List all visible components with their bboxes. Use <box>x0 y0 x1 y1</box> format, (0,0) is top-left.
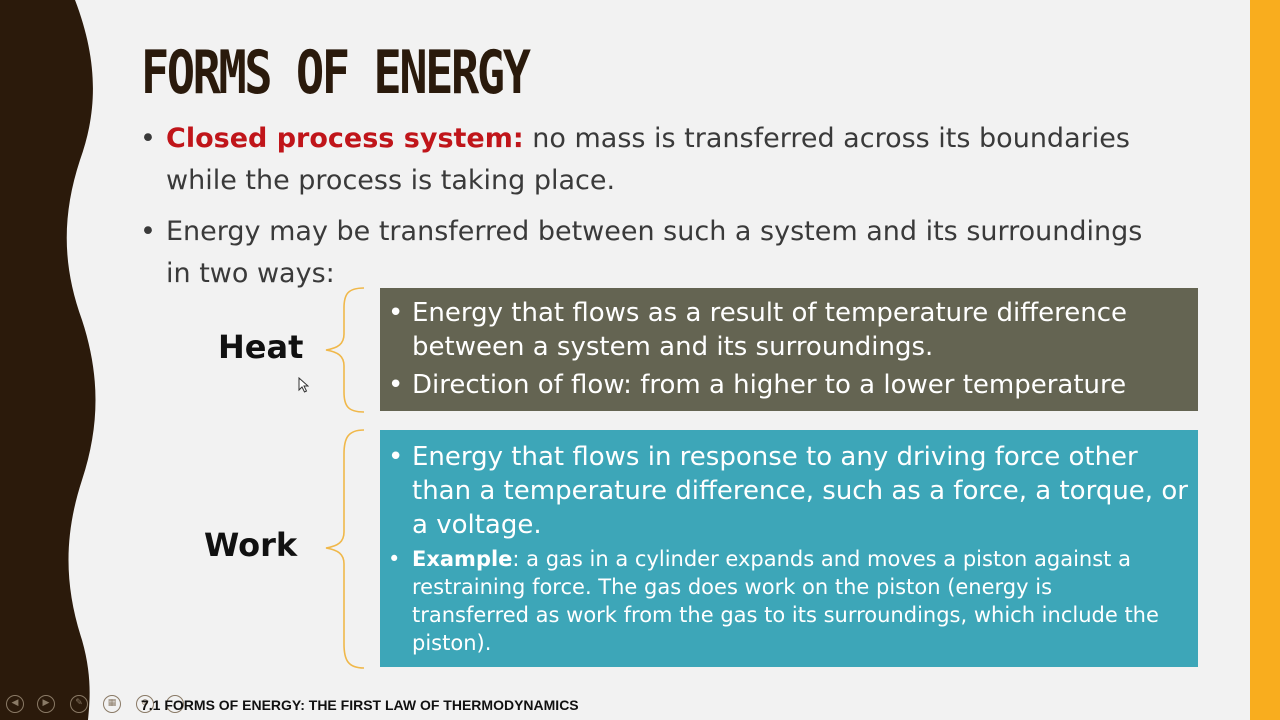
closed-system-def-line2: while the process is taking place. <box>166 165 616 196</box>
example-line2: restraining force. The gas does work on … <box>412 575 1053 599</box>
slides-icon[interactable]: ▦ <box>103 695 121 713</box>
decorative-left-band <box>0 0 96 720</box>
heat-definition-box: • Energy that flows as a result of tempe… <box>380 288 1198 411</box>
bullet-dot: • <box>388 442 404 472</box>
work-item-line3: a voltage. <box>412 510 542 540</box>
heat-direction-text: Direction of flow: from a higher to a lo… <box>412 370 1127 400</box>
example-line3: transferred as work from the gas to its … <box>412 603 1159 627</box>
slide-title: FORMS OF ENERGY <box>141 38 531 108</box>
work-item-line1: Energy that flows in response to any dri… <box>412 442 1138 472</box>
heat-item-line2: between a system and its surroundings. <box>412 332 934 362</box>
closed-system-term: Closed process system: <box>166 123 524 154</box>
example-line4: piston). <box>412 631 492 655</box>
decorative-right-band <box>1250 0 1280 720</box>
example-term: Example <box>412 547 513 571</box>
energy-transfer-line2: in two ways: <box>166 258 335 289</box>
bullet-dot: • <box>388 370 404 400</box>
closed-system-def-line1: no mass is transferred across its bounda… <box>523 123 1130 154</box>
mouse-cursor-icon <box>298 377 309 393</box>
heat-item-line1: Energy that flows as a result of tempera… <box>412 298 1128 328</box>
slide-footer: 7.1 FORMS OF ENERGY: THE FIRST LAW OF TH… <box>141 697 579 713</box>
example-line1: : a gas in a cylinder expands and moves … <box>512 547 1131 571</box>
example-line1-wrap: Example: a gas in a cylinder expands and… <box>412 545 1131 573</box>
bullet-dot: • <box>140 123 156 154</box>
bullet-dot: • <box>388 547 401 571</box>
work-brace <box>325 429 365 669</box>
energy-transfer-line1: Energy may be transferred between such a… <box>166 216 1143 247</box>
bullet-dot: • <box>140 216 156 247</box>
pen-icon[interactable]: ✎ <box>70 695 88 713</box>
zoom-icon[interactable]: ⊕ <box>136 695 154 713</box>
previous-icon[interactable]: ◀ <box>6 695 24 713</box>
next-icon[interactable]: ▶ <box>37 695 55 713</box>
heat-brace <box>325 287 365 413</box>
work-item-line2: than a temperature difference, such as a… <box>412 476 1188 506</box>
heat-label: Heat <box>218 328 304 366</box>
bullet-dot: • <box>388 298 404 328</box>
more-icon[interactable]: ⋯ <box>166 695 184 713</box>
work-label: Work <box>204 526 298 564</box>
work-definition-box: • Energy that flows in response to any d… <box>380 430 1198 667</box>
